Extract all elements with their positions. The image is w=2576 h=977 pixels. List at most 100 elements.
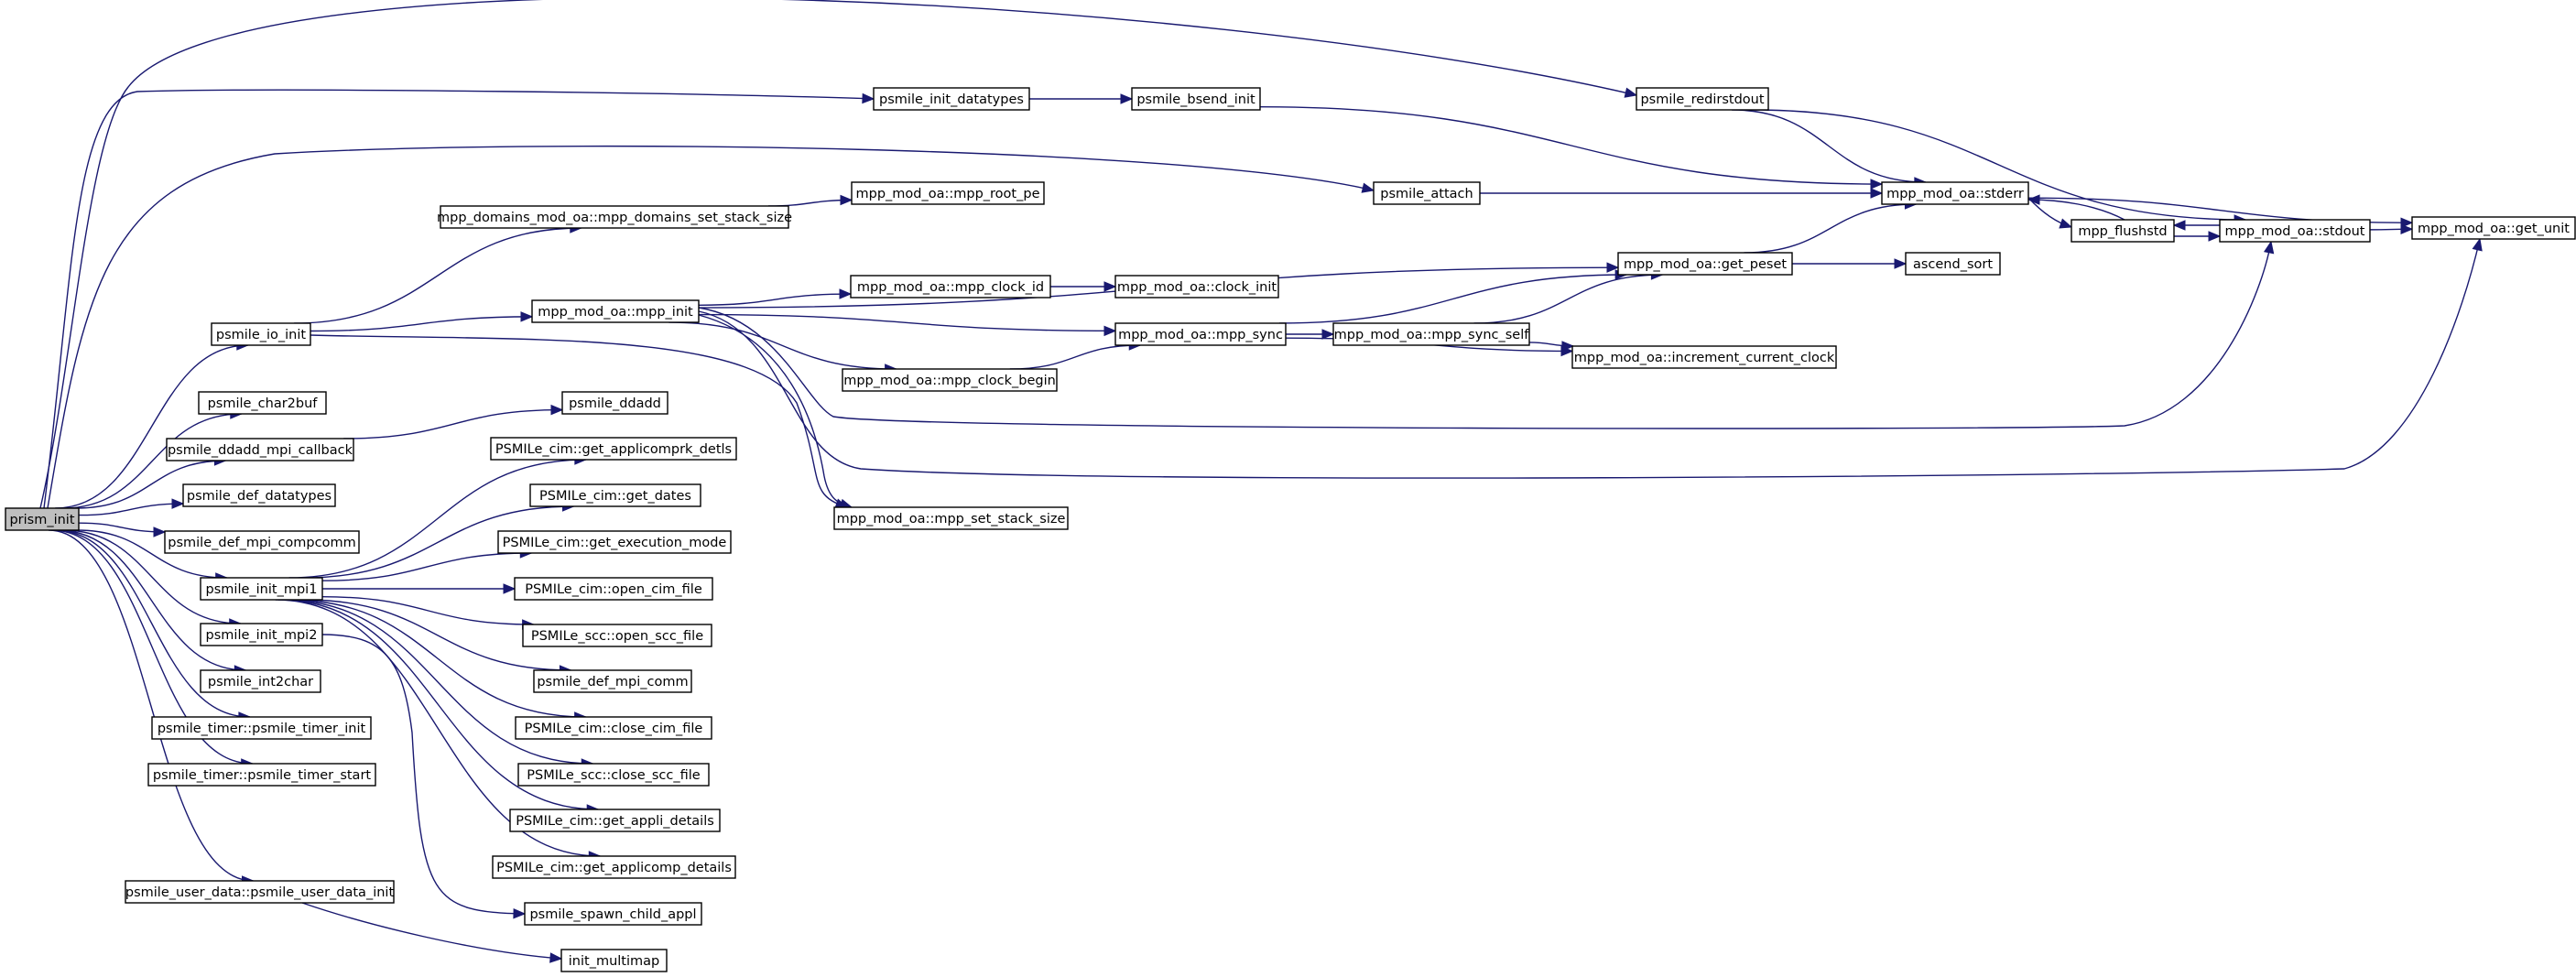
node-box[interactable] bbox=[200, 669, 321, 693]
node-box[interactable] bbox=[182, 483, 336, 507]
node-box[interactable] bbox=[522, 624, 712, 647]
node-close-scc-file[interactable]: PSMILe_scc::close_scc_file bbox=[517, 763, 710, 787]
node-box[interactable] bbox=[1617, 252, 1793, 276]
node-increment-current-clock[interactable]: mpp_mod_oa::increment_current_clock bbox=[1571, 345, 1837, 369]
node-box[interactable] bbox=[200, 623, 323, 646]
node-box[interactable] bbox=[2071, 219, 2175, 243]
node-clock-init[interactable]: mpp_mod_oa::clock_init bbox=[1114, 275, 1279, 299]
node-box[interactable] bbox=[2219, 219, 2371, 243]
node-close-cim-file[interactable]: PSMILe_cim::close_cim_file bbox=[515, 716, 712, 740]
node-label: psmile_init_mpi1 bbox=[206, 582, 318, 597]
node-psmile-init-datatypes[interactable]: psmile_init_datatypes bbox=[873, 87, 1030, 111]
node-box[interactable] bbox=[514, 577, 713, 601]
node-psmile-init-mpi2[interactable]: psmile_init_mpi2 bbox=[200, 623, 323, 646]
node-box[interactable] bbox=[440, 205, 789, 229]
node-box[interactable] bbox=[147, 763, 376, 787]
node-box[interactable] bbox=[1881, 181, 2029, 205]
node-box[interactable] bbox=[1636, 87, 1769, 111]
node-ascend-sort[interactable]: ascend_sort bbox=[1905, 252, 2001, 276]
node-init-multimap[interactable]: init_multimap bbox=[560, 949, 668, 972]
node-box[interactable] bbox=[561, 391, 668, 415]
node-box[interactable] bbox=[531, 299, 700, 323]
node-get-applicomprk-detls[interactable]: PSMILe_cim::get_applicomprk_detls bbox=[490, 437, 737, 461]
node-box[interactable] bbox=[1114, 275, 1279, 299]
node-box[interactable] bbox=[1131, 87, 1261, 111]
node-box[interactable] bbox=[492, 855, 736, 879]
node-mpp-flushstd[interactable]: mpp_flushstd bbox=[2071, 219, 2175, 243]
node-open-cim-file[interactable]: PSMILe_cim::open_cim_file bbox=[514, 577, 713, 601]
node-stderr[interactable]: mpp_mod_oa::stderr bbox=[1881, 181, 2029, 205]
node-box[interactable] bbox=[490, 437, 737, 461]
node-open-scc-file[interactable]: PSMILe_scc::open_scc_file bbox=[522, 624, 712, 647]
node-box[interactable] bbox=[151, 716, 372, 740]
node-label: mpp_mod_oa::mpp_root_pe bbox=[856, 187, 1040, 201]
node-get-unit[interactable]: mpp_mod_oa::get_unit bbox=[2411, 216, 2576, 240]
node-mpp-clock-begin[interactable]: mpp_mod_oa::mpp_clock_begin bbox=[842, 368, 1058, 392]
node-box[interactable] bbox=[200, 577, 323, 601]
node-get-applicomp-details[interactable]: PSMILe_cim::get_applicomp_details bbox=[492, 855, 736, 879]
node-box[interactable] bbox=[198, 391, 327, 415]
node-box[interactable] bbox=[851, 181, 1045, 205]
node-psmile-timer-start[interactable]: psmile_timer::psmile_timer_start bbox=[147, 763, 376, 787]
node-box[interactable] bbox=[2411, 216, 2576, 240]
node-box[interactable] bbox=[166, 438, 354, 461]
node-box[interactable] bbox=[1571, 345, 1837, 369]
node-get-appli-details[interactable]: PSMILe_cim::get_appli_details bbox=[509, 809, 721, 832]
node-mpp-clock-id[interactable]: mpp_mod_oa::mpp_clock_id bbox=[850, 275, 1051, 299]
node-psmile-redirstdout[interactable]: psmile_redirstdout bbox=[1636, 87, 1769, 111]
node-psmile-char2buf[interactable]: psmile_char2buf bbox=[198, 391, 327, 415]
node-box[interactable] bbox=[560, 949, 668, 972]
node-stdout[interactable]: mpp_mod_oa::stdout bbox=[2219, 219, 2371, 243]
edge-mpp_init-to-stdout-arrowhead bbox=[2263, 240, 2275, 255]
node-box[interactable] bbox=[509, 809, 721, 832]
node-get-peset[interactable]: mpp_mod_oa::get_peset bbox=[1617, 252, 1793, 276]
node-psmile-int2char[interactable]: psmile_int2char bbox=[200, 669, 321, 693]
node-box[interactable] bbox=[517, 763, 710, 787]
edge-prism_init-to-psmile_timer_init bbox=[53, 529, 250, 718]
node-box[interactable] bbox=[842, 368, 1058, 392]
node-box[interactable] bbox=[497, 530, 732, 554]
node-box[interactable] bbox=[833, 506, 1069, 530]
node-psmile-attach[interactable]: psmile_attach bbox=[1373, 181, 1481, 205]
node-label: prism_init bbox=[9, 513, 74, 527]
node-psmile-def-mpi-comm[interactable]: psmile_def_mpi_comm bbox=[533, 669, 692, 693]
node-get-dates[interactable]: PSMILe_cim::get_dates bbox=[529, 483, 701, 507]
node-box[interactable] bbox=[533, 669, 692, 693]
node-box[interactable] bbox=[524, 902, 702, 926]
edge-mpp_clock_begin-to-mpp_sync bbox=[1009, 344, 1141, 370]
node-box[interactable] bbox=[211, 322, 311, 346]
node-box[interactable] bbox=[1905, 252, 2001, 276]
node-box[interactable] bbox=[125, 880, 395, 904]
node-box[interactable] bbox=[1114, 322, 1287, 346]
node-mpp-domains-set-stack-size[interactable]: mpp_domains_mod_oa::mpp_domains_set_stac… bbox=[437, 205, 792, 229]
node-mpp-sync-self[interactable]: mpp_mod_oa::mpp_sync_self bbox=[1332, 322, 1530, 346]
node-mpp-init[interactable]: mpp_mod_oa::mpp_init bbox=[531, 299, 700, 323]
node-mpp-sync[interactable]: mpp_mod_oa::mpp_sync bbox=[1114, 322, 1287, 346]
node-psmile-bsend-init[interactable]: psmile_bsend_init bbox=[1131, 87, 1261, 111]
node-get-execution-mode[interactable]: PSMILe_cim::get_execution_mode bbox=[497, 530, 732, 554]
node-psmile-ddadd[interactable]: psmile_ddadd bbox=[561, 391, 668, 415]
node-box[interactable] bbox=[1332, 322, 1530, 346]
node-psmile-spawn-child-appl[interactable]: psmile_spawn_child_appl bbox=[524, 902, 702, 926]
node-psmile-def-mpi-compcomm[interactable]: psmile_def_mpi_compcomm bbox=[164, 530, 360, 554]
edge-psmile_init_mpi1-to-open_scc_file bbox=[321, 596, 534, 625]
node-label: psmile_io_init bbox=[216, 328, 307, 342]
edge-mpp_init-to-mpp_clock_id bbox=[698, 293, 852, 306]
node-psmile-user-data-init[interactable]: psmile_user_data::psmile_user_data_init bbox=[125, 880, 395, 904]
node-box[interactable] bbox=[1373, 181, 1481, 205]
edge-psmile_io_init-to-mpp_domains_set_stack_size bbox=[294, 227, 582, 324]
edge-mpp_flushstd-to-stderr bbox=[2027, 199, 2125, 221]
node-psmile-init-mpi1[interactable]: psmile_init_mpi1 bbox=[200, 577, 323, 601]
node-box[interactable] bbox=[529, 483, 701, 507]
node-mpp-root-pe[interactable]: mpp_mod_oa::mpp_root_pe bbox=[851, 181, 1045, 205]
node-psmile-def-datatypes[interactable]: psmile_def_datatypes bbox=[182, 483, 336, 507]
node-box[interactable] bbox=[850, 275, 1051, 299]
node-box[interactable] bbox=[515, 716, 712, 740]
edge-psmile_init_mpi1-to-psmile_def_mpi_comm bbox=[303, 599, 571, 671]
node-psmile-timer-init[interactable]: psmile_timer::psmile_timer_init bbox=[151, 716, 372, 740]
node-mpp-set-stack-size[interactable]: mpp_mod_oa::mpp_set_stack_size bbox=[833, 506, 1069, 530]
node-box[interactable] bbox=[164, 530, 360, 554]
node-psmile-io-init[interactable]: psmile_io_init bbox=[211, 322, 311, 346]
node-psmile-ddadd-mpi-callback[interactable]: psmile_ddadd_mpi_callback bbox=[166, 438, 354, 461]
node-box[interactable] bbox=[873, 87, 1030, 111]
